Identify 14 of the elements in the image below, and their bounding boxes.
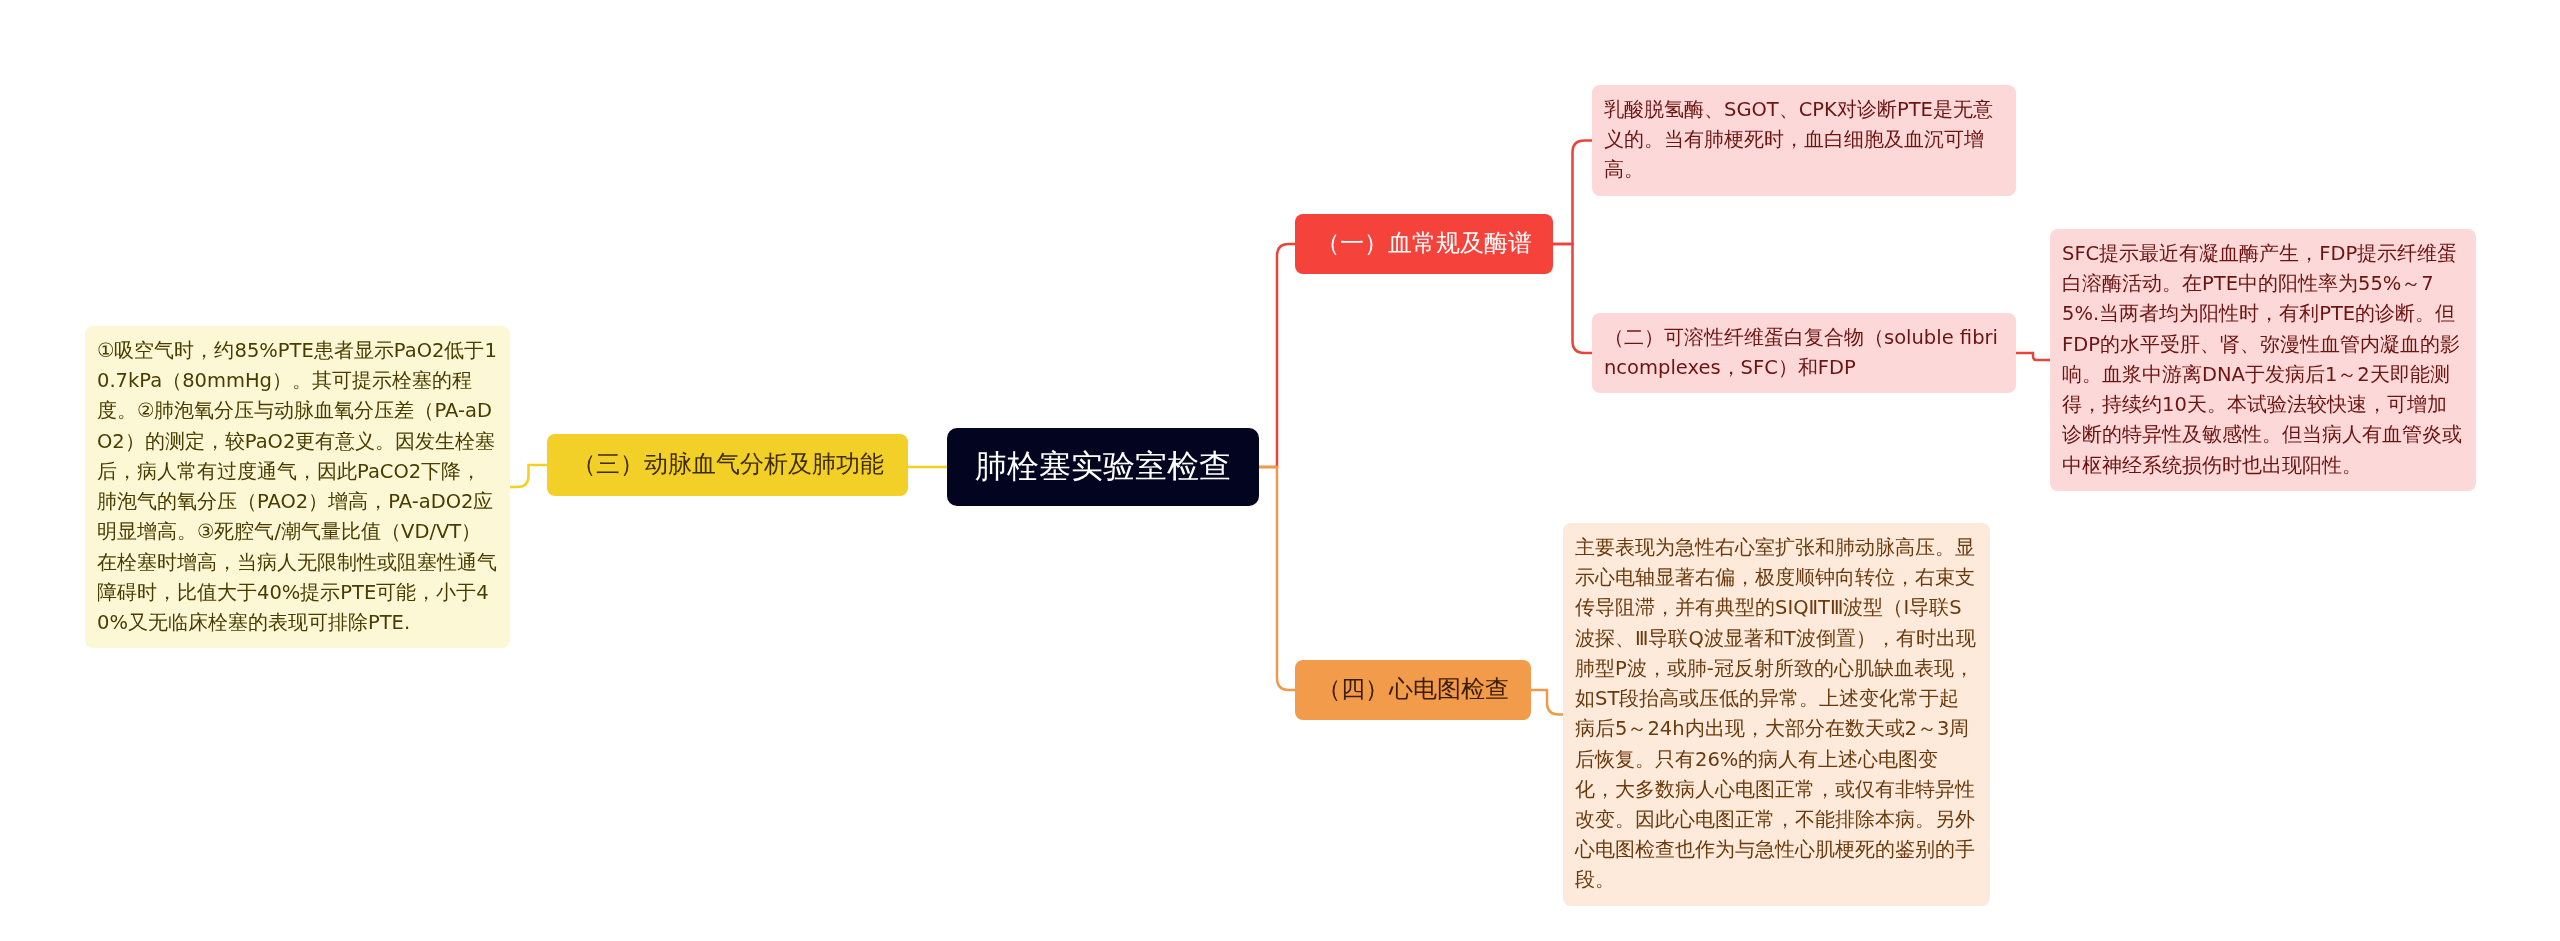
note-card: SFC提示最近有凝血酶产生，FDP提示纤维蛋白溶酶活动。在PTE中的阳性率为55%～75%.当两者均为阳性时，有利PTE的诊断。但FDP的水平受肝、肾、弥漫性血管内凝血的影响。血浆中游离DNA于发病后1～2天即能测得，持续约10天。本试验法较快速，可增加诊断的特异性及敏感性。但当病人有血管炎或中枢神经系统损伤时也出现阳性。 [2050,229,2476,491]
subtopic-card: （二）可溶性纤维蛋白复合物（soluble fibrincomplexes，SFC）和FDP [1592,313,2016,394]
connector-line [1531,688,1563,716]
branch-topic: （三）动脉血气分析及肺功能 [547,434,908,496]
note-card: ①吸空气时，约85%PTE患者显示PaO2低于10.7kPa（80mmHg）。其可提示栓塞的程度。②肺泡氧分压与动脉血氧分压差（PA-aDO2）的测定，较PaO2更有意义。因发生栓塞后，病人常有过度通气，因此PaCO2下降，肺泡气的氧分压（PAO2）增高，PA-aDO2应明显增高。③死腔气/潮气量比值（VD/VT）在栓塞时增高，当病人无限制性或阻塞性通气障碍时，比值大于40%提示PTE可能，小于40%又无临床栓塞的表现可排除PTE. [85,326,510,649]
branch-topic: （一）血常规及酶谱 [1295,214,1553,274]
connector-line [2016,351,2050,362]
connector-line [908,465,947,469]
note-card: 乳酸脱氢酶、SGOT、CPK对诊断PTE是无意义的。当有肺梗死时，血白细胞及血沉可增高。 [1592,85,2016,196]
connector-line [1553,242,1592,355]
connector-line [510,463,547,489]
note-card: 主要表现为急性右心室扩张和肺动脉高压。显示心电轴显著右偏，极度顺钟向转位，右束支传导阻滞，并有典型的SⅠQⅡTⅢ波型（Ⅰ导联S波探、Ⅲ导联Q波显著和T波倒置），有时出现肺型P波，或肺-冠反射所致的心肌缺血表现，如ST段抬高或压低的异常。上述变化常于起病后5～24h内出现，大部分在数天或2～3周后恢复。只有26%的病人有上述心电图变化，大多数病人心电图正常，或仅有非特异性改变。因此心电图正常，不能排除本病。另外心电图检查也作为与急性心肌梗死的鉴别的手段。 [1563,523,1990,906]
central-topic: 肺栓塞实验室检查 [947,428,1259,506]
branch-topic: （四）心电图检查 [1295,660,1531,720]
